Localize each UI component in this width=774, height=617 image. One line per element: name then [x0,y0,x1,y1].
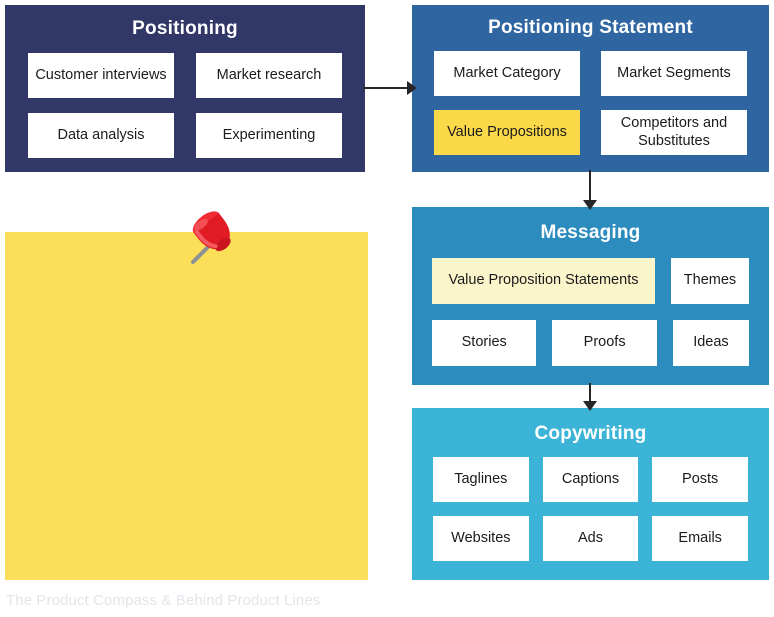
item-stories[interactable]: Stories [432,320,537,366]
item-customer-interviews[interactable]: Customer interviews [28,53,174,98]
item-market-segments[interactable]: Market Segments [601,51,747,96]
item-websites[interactable]: Websites [433,516,529,561]
item-themes[interactable]: Themes [671,258,749,304]
stage-copywriting-row-1: Taglines Captions Posts [412,457,769,502]
stage-positioning-title: Positioning [132,18,238,39]
item-experimenting[interactable]: Experimenting [196,113,342,158]
stage-messaging: Messaging Value Proposition Statements T… [412,207,769,385]
stage-positioning: Positioning Customer interviews Market r… [5,5,365,172]
stage-messaging-title: Messaging [540,222,641,243]
stage-copywriting-title: Copywriting [534,423,647,444]
item-ideas[interactable]: Ideas [672,320,750,366]
stage-messaging-row-2: Stories Proofs Ideas [412,320,769,366]
arrow-statement-to-messaging [578,170,602,210]
stage-positioning-statement-row-2: Value Propositions Competitors and Subst… [412,110,769,155]
arrow-positioning-to-statement [363,76,417,100]
item-data-analysis[interactable]: Data analysis [28,113,174,158]
stage-positioning-statement: Positioning Statement Market Category Ma… [412,5,769,172]
sticky-note[interactable] [5,232,368,580]
pushpin-icon [181,206,251,276]
item-value-propositions[interactable]: Value Propositions [434,110,580,155]
stage-copywriting: Copywriting Taglines Captions Posts Webs… [412,408,769,580]
item-market-category[interactable]: Market Category [434,51,580,96]
stage-positioning-row-1: Customer interviews Market research [5,53,365,98]
item-competitors-and-substitutes[interactable]: Competitors and Substitutes [601,110,747,155]
item-posts[interactable]: Posts [652,457,749,502]
item-emails[interactable]: Emails [652,516,749,561]
stage-positioning-row-2: Data analysis Experimenting [5,113,365,158]
stage-positioning-statement-row-1: Market Category Market Segments [412,51,769,96]
stage-copywriting-row-2: Websites Ads Emails [412,516,769,561]
arrow-messaging-to-copywriting [578,383,602,411]
stage-messaging-row-1: Value Proposition Statements Themes [412,258,769,304]
item-taglines[interactable]: Taglines [433,457,529,502]
stage-positioning-statement-title: Positioning Statement [488,17,693,38]
item-captions[interactable]: Captions [542,457,639,502]
item-value-proposition-statements[interactable]: Value Proposition Statements [432,258,655,304]
item-proofs[interactable]: Proofs [552,320,657,366]
footer-credit: The Product Compass & Behind Product Lin… [6,592,321,609]
item-market-research[interactable]: Market research [196,53,342,98]
item-ads[interactable]: Ads [542,516,639,561]
